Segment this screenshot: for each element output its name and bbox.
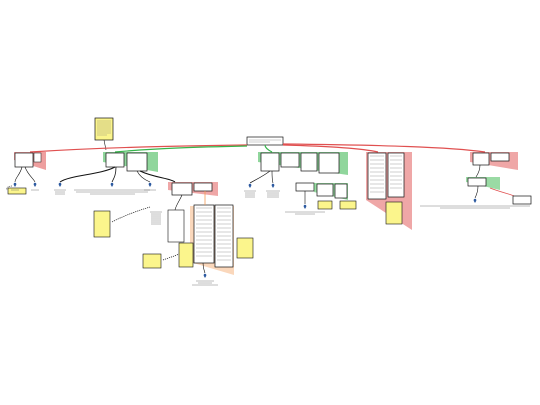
note-c2[interactable] <box>339 200 357 210</box>
pin-icon[interactable] <box>110 182 114 187</box>
section-g <box>93 182 254 275</box>
node-c7[interactable] <box>334 183 348 199</box>
main-branches <box>29 143 486 153</box>
pin-icon[interactable] <box>58 182 62 187</box>
node-e4[interactable] <box>512 195 532 205</box>
node-g1[interactable] <box>171 182 193 196</box>
node-c6[interactable] <box>316 183 334 197</box>
note-a1[interactable] <box>7 187 27 195</box>
node-c2[interactable] <box>280 152 300 168</box>
pin-icon[interactable] <box>271 183 275 188</box>
node-g3[interactable] <box>193 204 215 264</box>
node-c3[interactable] <box>300 152 318 172</box>
note-g4[interactable] <box>93 210 111 238</box>
pin-icon[interactable] <box>13 182 17 187</box>
node-c5[interactable] <box>295 182 315 192</box>
node-c1[interactable] <box>260 152 280 172</box>
node-c4[interactable] <box>318 152 340 174</box>
node-a1[interactable] <box>14 152 34 168</box>
section-a <box>6 152 46 195</box>
node-b2[interactable] <box>126 152 148 172</box>
node-text-lines <box>97 120 402 261</box>
node-e1[interactable] <box>472 152 490 166</box>
note-d1[interactable] <box>385 201 403 225</box>
note-g1[interactable] <box>178 242 194 268</box>
node-e2[interactable] <box>490 152 510 162</box>
pin-icon[interactable] <box>248 183 252 188</box>
pin-icon[interactable] <box>203 273 207 278</box>
note-g2[interactable] <box>142 253 162 269</box>
note-g3[interactable] <box>236 237 254 259</box>
pin-icon[interactable] <box>33 182 37 187</box>
node-b1[interactable] <box>105 152 125 168</box>
caption-lines <box>11 189 530 286</box>
node-d2[interactable] <box>387 152 405 198</box>
section-e <box>466 152 532 205</box>
leaf-icons <box>13 182 477 278</box>
section-c <box>249 152 357 210</box>
note-c1[interactable] <box>317 200 333 210</box>
pin-icon[interactable] <box>473 198 477 203</box>
pin-icon[interactable] <box>148 182 152 187</box>
section-d <box>366 152 412 230</box>
node-g2[interactable] <box>193 182 213 192</box>
node-e3[interactable] <box>467 177 487 187</box>
section-b <box>59 152 176 183</box>
pin-icon[interactable] <box>303 204 307 209</box>
node-g5[interactable] <box>167 209 185 243</box>
